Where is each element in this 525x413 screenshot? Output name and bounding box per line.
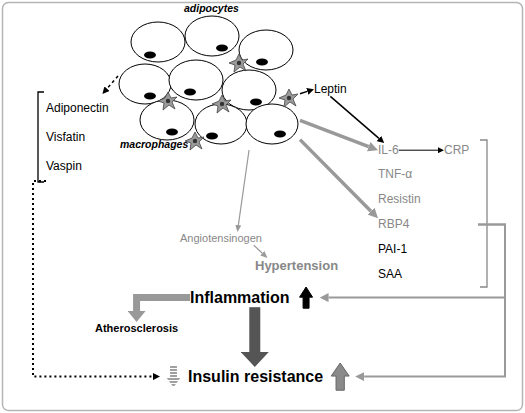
adipokine-name: Vaspin	[46, 152, 109, 181]
adipokine-name: Visfatin	[46, 123, 109, 152]
secretion-arrow	[300, 91, 307, 93]
precursor-label: Angiotensinogen	[180, 232, 262, 245]
macrophage-body	[229, 54, 248, 72]
cell-nucleus	[184, 89, 196, 96]
macrophage-cell	[212, 95, 231, 113]
outcome-name: Atherosclerosis	[95, 322, 178, 335]
macrophage-cell	[229, 54, 248, 72]
increase-arrow	[331, 363, 349, 390]
secretion-arrow	[238, 150, 249, 225]
effect-arrow	[329, 225, 505, 298]
adipocyte-cell	[239, 30, 293, 70]
effect-arrow	[364, 225, 505, 377]
macrophage-body	[279, 89, 298, 107]
secretion-arrow	[300, 140, 371, 212]
cell-nucleus	[206, 133, 218, 140]
macrophage-nucleus	[220, 102, 224, 106]
cell-nucleus	[144, 52, 156, 59]
factor-name: TNF-α	[378, 162, 478, 187]
macrophage-cell	[158, 92, 177, 110]
adipose-tissue: adipocytes macrophages	[118, 2, 300, 150]
cell-nucleus	[144, 93, 156, 100]
macrophage-body	[212, 95, 231, 113]
cell-nucleus	[166, 129, 178, 136]
reduced-effect-arrow	[33, 181, 153, 377]
cell-nucleus	[216, 45, 228, 52]
factor-name: Resistin	[378, 187, 478, 212]
macrophage-cell	[279, 89, 298, 107]
decrease-arrow	[166, 366, 181, 387]
outcome-label: Insulin resistance	[160, 367, 355, 386]
adipocyte-cell	[131, 22, 185, 62]
factor-name: SAA	[378, 262, 478, 287]
cell-type-label: macrophages	[120, 138, 188, 151]
right-bracket	[480, 140, 487, 287]
induction-arrow	[330, 96, 379, 138]
reduced-secretion-arrow	[107, 76, 118, 89]
cytokine-label: IL-6	[378, 143, 399, 157]
outer-frame	[3, 3, 523, 411]
factor-name: RBP4	[378, 212, 478, 237]
cytokine-name: IL-6	[378, 143, 399, 157]
protective-adipokines: AdiponectinVisfatinVaspin	[46, 94, 109, 181]
outcome-name: Hypertension	[255, 258, 338, 274]
macrophage-nucleus	[287, 96, 291, 100]
macrophage-nucleus	[193, 139, 197, 143]
marker-name: CRP	[444, 143, 469, 157]
outcome-label: Hypertension	[255, 258, 338, 274]
precursor-name: Angiotensinogen	[180, 232, 262, 245]
effect-arrow	[254, 245, 263, 253]
macrophage-body	[158, 92, 177, 110]
inflammatory-factors: TNF-αResistinRBP4PAI-1SAA	[378, 162, 478, 287]
outcome-label: Atherosclerosis	[95, 322, 178, 335]
macrophage-nucleus	[166, 99, 170, 103]
increase-arrow	[300, 287, 313, 308]
adipocyte-cell	[246, 104, 298, 144]
left-bracket	[38, 92, 44, 182]
cell-type-label: adipocytes	[184, 2, 239, 15]
induction-arrow	[399, 150, 438, 151]
macrophage-nucleus	[237, 61, 241, 65]
adipokine-name: Leptin	[314, 82, 347, 96]
cell-nucleus	[256, 59, 268, 66]
outcome-name: Insulin resistance	[188, 367, 323, 386]
adipocyte-cell	[119, 64, 171, 104]
adipokine-label: Leptin	[314, 82, 347, 96]
outcome-label: Inflammation	[190, 288, 320, 307]
adipocyte-cluster	[119, 16, 298, 150]
outcome-name: Inflammation	[190, 288, 290, 307]
adipocyte-cell	[169, 60, 223, 100]
bent-block-arrow	[137, 298, 190, 311]
factor-name: PAI-1	[378, 237, 478, 262]
secretion-arrow	[300, 120, 369, 146]
adipokine-name: Adiponectin	[46, 94, 109, 123]
adipocyte-cell	[185, 16, 239, 56]
cell-nucleus	[250, 99, 262, 106]
marker-label: CRP	[444, 143, 469, 157]
block-arrow	[249, 307, 260, 352]
cell-nucleus	[274, 131, 286, 138]
